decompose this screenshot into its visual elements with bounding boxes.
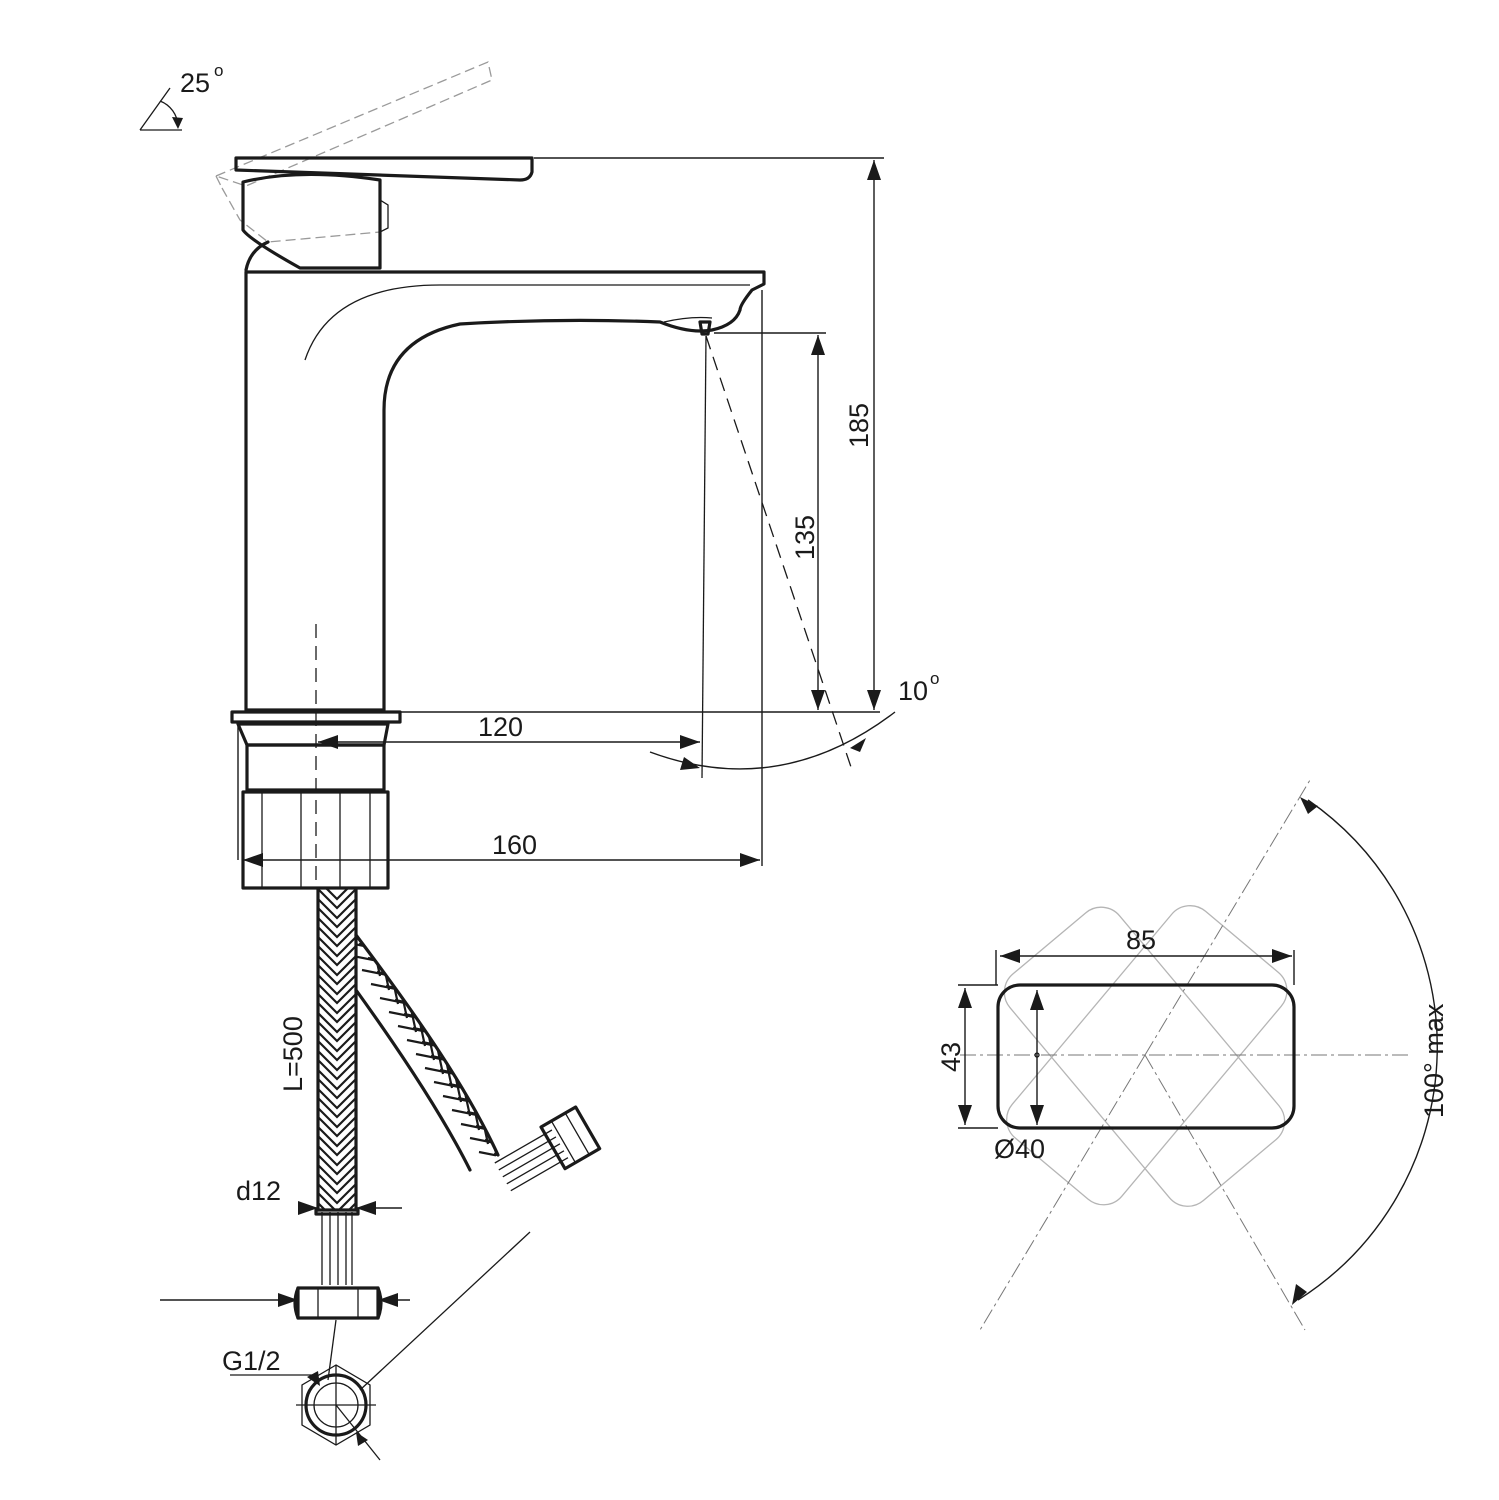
spout-angle-label: 10 xyxy=(898,676,928,706)
hose-length-dimension: L=500 xyxy=(278,1016,308,1092)
rotation-label: 100° max xyxy=(1419,1003,1449,1118)
dimension-185: 185 xyxy=(534,157,884,710)
dimension-40: Ø40 xyxy=(994,990,1045,1164)
spout-angle-arc: 10 o xyxy=(649,669,939,770)
hose-diameter-dimension: d12 xyxy=(236,1176,402,1215)
water-stream xyxy=(701,335,853,779)
dimension-120: 120 xyxy=(318,712,700,749)
dimension-160: 160 xyxy=(237,290,763,867)
handle-width-label: 85 xyxy=(1126,925,1156,955)
height-135-label: 135 xyxy=(790,515,820,560)
lever-angle-symbol: 25 o xyxy=(139,61,223,131)
reach-120-label: 120 xyxy=(478,712,523,742)
thread-end-view: G1/2 xyxy=(222,1231,531,1461)
base-diameter-label: Ø40 xyxy=(994,1134,1045,1164)
tilted-lever-ghost xyxy=(214,61,493,243)
height-185-label: 185 xyxy=(844,403,874,448)
spout-angle-degree: o xyxy=(930,669,939,688)
lever-angle-degree: o xyxy=(214,61,223,80)
dimension-135: 135 xyxy=(714,332,826,710)
faucet-side-view xyxy=(230,156,766,890)
flex-hose-curved xyxy=(354,933,602,1192)
handle-top-view xyxy=(960,779,1410,1331)
handle-depth-label: 43 xyxy=(936,1042,966,1072)
rotation-arc: 100° max xyxy=(1292,797,1449,1305)
reach-160-label: 160 xyxy=(492,830,537,860)
hose-diameter-label: d12 xyxy=(236,1176,281,1206)
dimension-43: 43 xyxy=(936,984,998,1129)
flex-hose-straight xyxy=(293,887,383,1320)
nut-width-dimension xyxy=(160,1293,410,1307)
hose-length-label: L=500 xyxy=(278,1016,308,1092)
lever-angle-label: 25 xyxy=(180,68,210,98)
dimension-85: 85 xyxy=(995,925,1295,985)
thread-label: G1/2 xyxy=(222,1346,281,1376)
